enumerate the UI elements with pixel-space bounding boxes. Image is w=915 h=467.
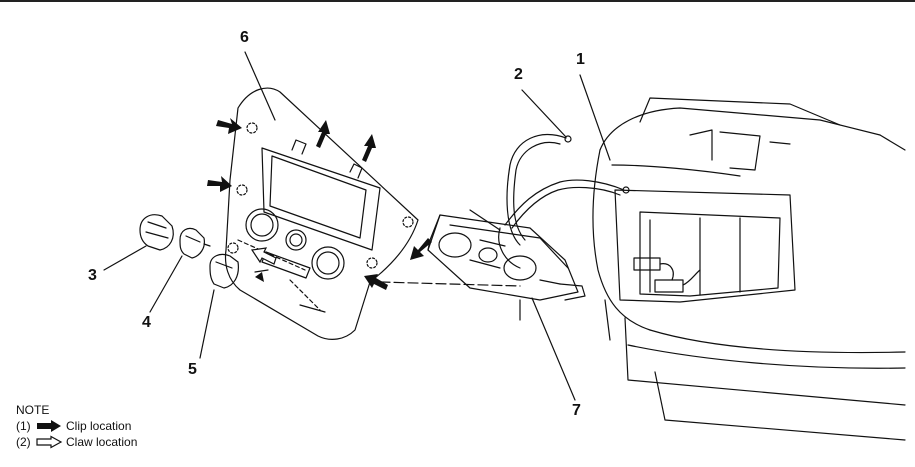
clip-arrows bbox=[207, 118, 432, 290]
outline-arrow-icon bbox=[36, 435, 63, 449]
top-rule bbox=[0, 0, 915, 2]
note-item: (2) Claw location bbox=[16, 434, 276, 450]
note-item-label: Claw location bbox=[66, 435, 138, 449]
callout-3: 3 bbox=[88, 267, 97, 284]
knobs bbox=[139, 214, 239, 289]
dashboard-outline bbox=[592, 97, 906, 441]
callout-4: 4 bbox=[142, 314, 151, 331]
note-item: (1) Clip location bbox=[16, 418, 276, 434]
claw-arrows bbox=[250, 247, 277, 265]
center-bezel bbox=[224, 87, 419, 340]
note-title: NOTE bbox=[16, 403, 50, 417]
leader-lines bbox=[103, 51, 611, 401]
note-item-number: (1) bbox=[16, 419, 31, 433]
callout-6: 6 bbox=[240, 29, 249, 46]
callout-2: 2 bbox=[514, 66, 523, 83]
callout-5: 5 bbox=[188, 361, 197, 378]
heater-control-unit bbox=[427, 214, 586, 321]
note-item-number: (2) bbox=[16, 435, 31, 449]
note-block: NOTE (1) Clip location (2) Claw location bbox=[16, 402, 276, 467]
note-item-label: Clip location bbox=[66, 419, 132, 433]
solid-arrow-icon bbox=[37, 420, 61, 432]
callout-1: 1 bbox=[576, 51, 585, 68]
callout-7: 7 bbox=[572, 402, 581, 419]
